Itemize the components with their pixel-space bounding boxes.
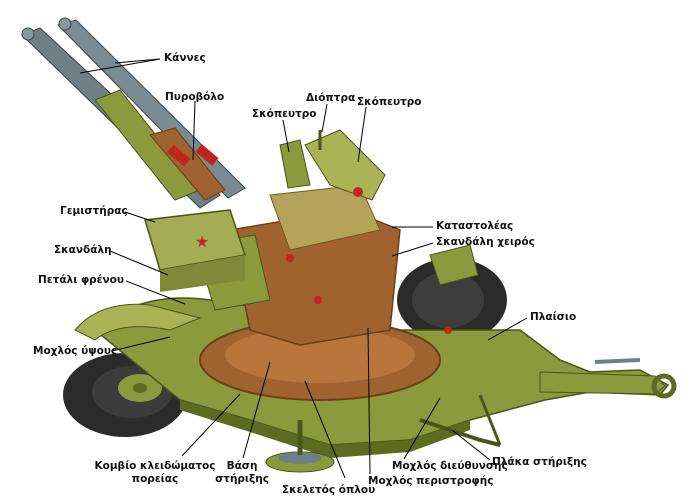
label-frame: Πλαίσιο — [530, 311, 576, 324]
label-mount-base-line2: στήριξης — [212, 473, 272, 486]
label-cannon: Πυροβόλο — [165, 91, 224, 104]
label-sight-right: Σκόπευτρο — [357, 96, 422, 109]
leader-diopter — [322, 104, 327, 132]
label-brake-pedal: Πετάλι φρένου — [38, 274, 124, 287]
label-rotation-lever: Μοχλός περιστροφής — [368, 475, 493, 488]
label-travel-lock-line1: Κομβίο κλειδώματος — [80, 460, 230, 473]
label-elevation-lever: Μοχλός ύψους — [33, 345, 117, 358]
leader-magazine — [125, 212, 155, 222]
gun-illustration: ★ — [22, 18, 674, 472]
label-weapon-frame: Σκελετός όπλου — [282, 484, 375, 497]
label-barrels: Κάννες — [164, 52, 206, 65]
leader-barrels-a — [115, 59, 160, 63]
label-trigger: Σκανδάλη — [54, 244, 112, 257]
label-mount-base-line1: Βάση — [212, 460, 272, 473]
svg-text:★: ★ — [195, 232, 209, 251]
label-mount-base: Βάση στήριξης — [212, 460, 272, 486]
label-magazine: Γεμιστήρας — [60, 205, 128, 218]
label-sight-left: Σκόπευτρο — [252, 108, 317, 121]
label-diopter: Διόπτρα — [306, 92, 355, 105]
label-travel-lock-line2: πορείας — [80, 473, 230, 486]
label-recoil: Καταστολέας — [436, 220, 513, 233]
label-support-plate: Πλάκα στήριξης — [492, 456, 587, 469]
leader-support-plate — [452, 430, 490, 460]
label-steering-lever: Μοχλός διεύθυνσης — [392, 460, 508, 473]
barrels — [22, 18, 245, 208]
label-hand-trigger: Σκανδάλη χειρός — [436, 236, 535, 249]
label-travel-lock: Κομβίο κλειδώματος πορείας — [80, 460, 230, 486]
